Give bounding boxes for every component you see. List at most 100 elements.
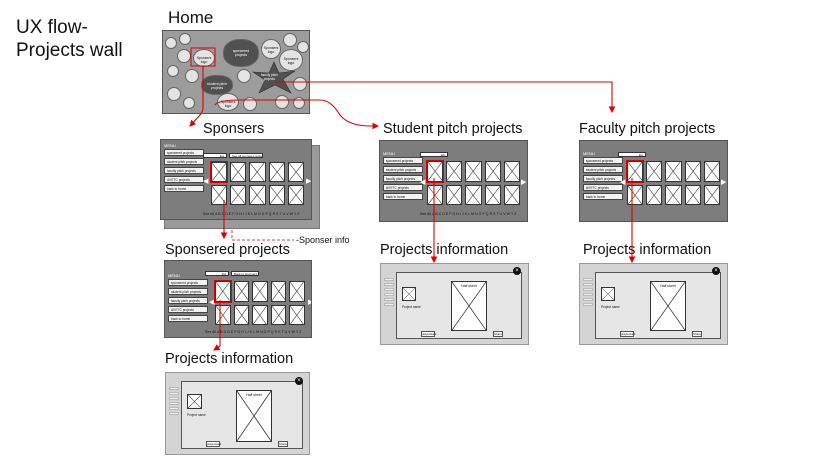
nav-left-icon[interactable]: ◀ — [203, 178, 209, 185]
menu-item-student[interactable]: student pitch projects — [164, 158, 204, 165]
menu-item-sponsered[interactable]: sponsered projects — [583, 157, 623, 164]
project-thumbnail[interactable] — [665, 184, 682, 205]
nav-right-icon[interactable]: ▶ — [308, 299, 311, 306]
menu-item-faculty[interactable]: faculty pitch projects — [168, 297, 208, 304]
project-thumbnail[interactable] — [289, 304, 305, 325]
project-thumbnail[interactable] — [252, 304, 268, 325]
menu-item-faculty[interactable]: faculty pitch projects — [583, 175, 623, 182]
project-thumbnail[interactable] — [233, 281, 250, 302]
share-button[interactable]: Share — [692, 331, 702, 337]
back-to-sponsers-button[interactable]: Back to sponsers — [231, 271, 259, 276]
project-thumbnail[interactable] — [665, 161, 682, 182]
project-thumbnail[interactable] — [214, 280, 232, 303]
bubble-small — [293, 97, 305, 109]
share-button[interactable]: Share — [278, 441, 288, 447]
nav-right-icon[interactable]: ▶ — [306, 178, 312, 185]
project-thumbnail[interactable] — [684, 161, 701, 182]
menu-item-home[interactable]: back to home — [583, 193, 623, 200]
menu-item-home[interactable]: back to home — [168, 315, 208, 322]
sponsers-logo-bubble[interactable]: Sponsers logo — [217, 93, 239, 111]
menu-item-faculty[interactable]: faculty pitch projects — [164, 167, 204, 174]
menu-item-home[interactable]: back to home — [383, 193, 423, 200]
menu-item-all-etc[interactable]: All ETC projects — [164, 176, 204, 183]
sponser-info-annotation: -Sponser info — [296, 235, 350, 245]
project-thumbnail[interactable] — [215, 304, 231, 325]
nav-right-icon[interactable]: ▶ — [721, 179, 727, 186]
menu: MENU sponsered projects student pitch pr… — [383, 151, 423, 202]
project-thumbnail[interactable] — [230, 162, 247, 182]
project-thumbnail[interactable] — [465, 161, 482, 182]
nav-left-icon[interactable]: ◀ — [620, 179, 626, 186]
project-thumbnail[interactable] — [209, 161, 229, 183]
menu-item-faculty[interactable]: faculty pitch projects — [383, 175, 423, 182]
search-input[interactable]: EA — [203, 153, 227, 158]
menu-item-sponsered[interactable]: sponsered projects — [383, 157, 423, 164]
menu-item-all-etc[interactable]: All ETC projects — [583, 184, 623, 191]
project-thumbnail[interactable] — [684, 184, 701, 205]
project-thumbnail[interactable] — [289, 281, 305, 302]
project-thumbnail[interactable] — [446, 161, 463, 182]
project-thumbnail[interactable] — [465, 184, 482, 205]
search-input[interactable]: EA — [205, 271, 229, 276]
sponsered-projects-bubble[interactable]: sponsered projects — [223, 39, 259, 67]
menu-item-home[interactable]: back to home — [164, 185, 204, 192]
menu-item-student[interactable]: student pitch projects — [168, 288, 208, 295]
faculty-pitch-label: faculty pitch projects — [261, 73, 278, 81]
project-thumbnail[interactable] — [230, 185, 247, 205]
project-thumbnail[interactable] — [646, 184, 663, 205]
project-thumbnail[interactable] — [211, 185, 228, 205]
close-icon[interactable]: × — [513, 267, 521, 275]
project-thumbnail[interactable] — [249, 185, 266, 205]
close-icon[interactable]: × — [295, 377, 303, 385]
sponsers-logo-bubble[interactable]: Sponsers logo — [279, 49, 303, 71]
nav-left-icon[interactable]: ◀ — [209, 299, 215, 306]
bubble-label: student pitch projects — [207, 82, 227, 91]
menu-item-sponsered[interactable]: sponsered projects — [168, 279, 208, 286]
project-thumbnail[interactable] — [287, 162, 304, 182]
project-thumbnail[interactable] — [268, 185, 285, 205]
bubble-label: Sponsers logo — [220, 99, 236, 108]
project-thumbnail[interactable] — [503, 161, 520, 182]
project-thumbnail[interactable] — [425, 160, 445, 183]
sponsers-logo-bubble[interactable]: Sponsers logo — [193, 49, 215, 67]
share-button[interactable]: Share — [493, 331, 503, 337]
project-thumbnail[interactable] — [484, 161, 501, 182]
project-thumbnail[interactable] — [625, 160, 645, 183]
menu-item-student[interactable]: student pitch projects — [383, 166, 423, 173]
project-thumbnail[interactable] — [268, 162, 285, 182]
alphabet-filter[interactable]: See All A B C D E F G H I J K L M N O P … — [205, 330, 302, 334]
search-input[interactable]: EA — [420, 152, 448, 157]
project-name-label: Project name — [601, 305, 620, 309]
project-thumbnail[interactable] — [503, 184, 520, 205]
menu-item-all-etc[interactable]: All ETC projects — [383, 184, 423, 191]
project-thumbnail[interactable] — [233, 304, 250, 325]
nav-left-icon[interactable]: ◀ — [420, 179, 426, 186]
playtest-button[interactable]: playtestact — [620, 331, 636, 337]
project-thumbnail[interactable] — [446, 184, 463, 205]
project-thumbnail[interactable] — [646, 161, 663, 182]
project-thumbnail[interactable] — [249, 162, 266, 182]
project-thumbnail[interactable] — [484, 184, 501, 205]
nav-right-icon[interactable]: ▶ — [521, 179, 527, 186]
project-thumbnail[interactable] — [703, 161, 720, 182]
close-icon[interactable]: × — [712, 267, 720, 275]
menu-item-sponsered[interactable]: sponsered projects — [164, 149, 204, 156]
menu-item-all-etc[interactable]: All ETC projects — [168, 306, 208, 313]
project-thumbnail[interactable] — [627, 184, 644, 205]
alphabet-filter[interactable]: See All A B C D E F G H I J K L M N O P … — [420, 212, 517, 216]
project-thumbnail[interactable] — [703, 184, 720, 205]
sponsers-logo-bubble[interactable]: Sponsers logo — [261, 39, 281, 59]
project-thumbnail[interactable] — [252, 281, 268, 302]
project-thumbnail[interactable] — [270, 281, 287, 302]
project-thumbnail[interactable] — [427, 184, 444, 205]
see-all-sponsers-button[interactable]: See all sponsers projects — [229, 153, 263, 158]
playtest-button[interactable]: playtestact — [206, 441, 222, 447]
project-thumbnail[interactable] — [287, 185, 304, 205]
alphabet-filter[interactable]: See All A B C D E F G H I J K L M N O P … — [203, 212, 300, 216]
student-pitch-bubble[interactable]: student pitch projects — [201, 75, 233, 95]
search-input[interactable]: EA — [618, 152, 646, 157]
menu-item-student[interactable]: student pitch projects — [583, 166, 623, 173]
project-thumbnail[interactable] — [270, 304, 287, 325]
menu: MENU sponsered projects student pitch pr… — [583, 151, 623, 202]
playtest-button[interactable]: playtestact — [421, 331, 437, 337]
